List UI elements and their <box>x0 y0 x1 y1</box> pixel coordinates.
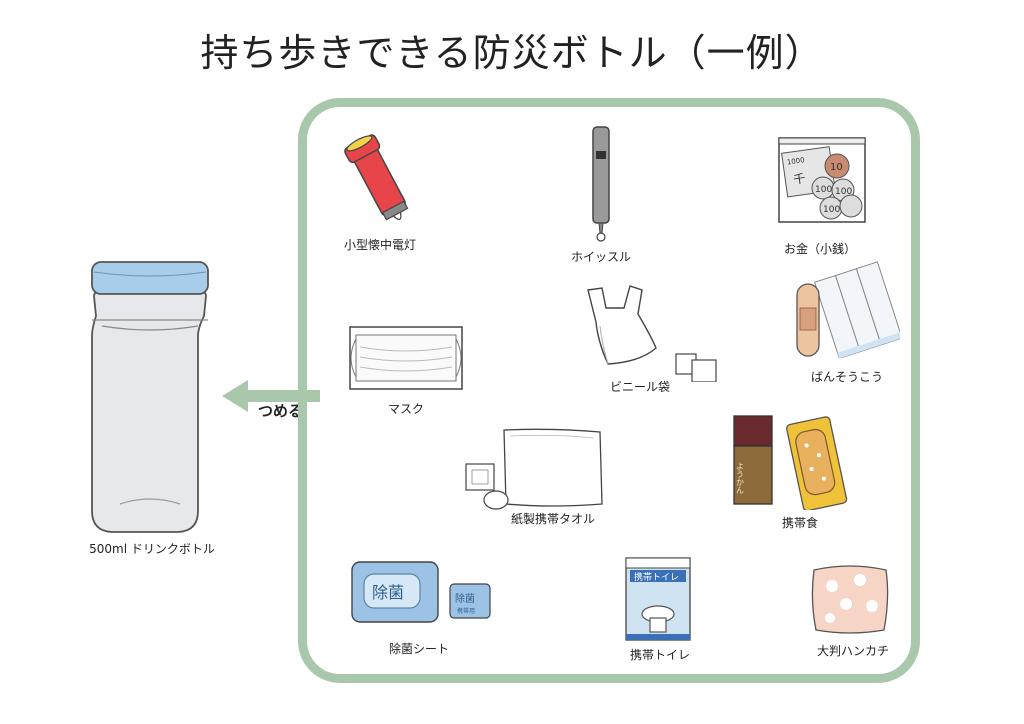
portable-toilet: 携帯トイレ <box>624 556 694 642</box>
handkerchief <box>810 560 890 636</box>
bandage-icon <box>796 261 900 358</box>
food-label: 携帯食 <box>781 516 818 530</box>
wipes-label: 除菌シート <box>388 642 449 656</box>
coin-100-text-3: 100 <box>823 205 840 215</box>
arrow-label: つめる <box>258 402 304 420</box>
wipes-small-text: 除菌 <box>455 592 475 605</box>
bottle-label: 500ml ドリンクボトル <box>89 542 215 556</box>
item-frame <box>298 98 920 683</box>
handkerchief-label: 大判ハンカチ <box>816 644 889 658</box>
bottle-icon <box>91 261 209 533</box>
arrow-left-icon <box>222 378 322 414</box>
wipes-big-text: 除菌 <box>372 583 404 602</box>
whistle <box>586 125 616 245</box>
wipes-icon: 除菌 除菌 携帯用 <box>351 561 491 623</box>
whistle-label: ホイッスル <box>570 250 631 264</box>
food-icon: ようかん <box>733 415 848 510</box>
bandage <box>795 258 900 358</box>
towel-label: 紙製携帯タオル <box>510 512 595 526</box>
handkerchief-icon <box>811 565 889 634</box>
yokan-text: ようかん <box>736 462 745 494</box>
portable-food: ようかん <box>730 410 860 510</box>
flashlight <box>340 130 420 235</box>
plastic-bag <box>580 282 725 382</box>
coin-bag: 1000 千 10 100 100 100 <box>777 136 867 224</box>
coin-10-text: 10 <box>830 162 843 173</box>
wipes-small-subtext: 携帯用 <box>457 607 475 615</box>
flashlight-icon <box>344 134 409 221</box>
coin-100-text-1: 100 <box>815 185 832 195</box>
plastic-bag-label: ビニール袋 <box>609 380 670 394</box>
mask-icon <box>349 326 463 390</box>
mask-label: マスク <box>387 402 424 416</box>
coin-100-text-2: 100 <box>835 187 852 197</box>
bill-amount: 1000 <box>786 156 805 166</box>
toilet-icon: 携帯トイレ <box>625 557 691 641</box>
whistle-icon <box>592 126 610 242</box>
plastic-bag-icon <box>587 285 717 382</box>
bandage-label: ばんそうこう <box>810 370 883 384</box>
paper-towel <box>462 426 612 514</box>
flashlight-label: 小型懐中電灯 <box>343 238 416 252</box>
toilet-label: 携帯トイレ <box>629 648 690 662</box>
sanitizing-wipes: 除菌 除菌 携帯用 <box>350 560 500 624</box>
money-label: お金（小銭） <box>783 242 856 256</box>
drink-bottle <box>80 256 220 546</box>
money-icon: 1000 千 10 100 100 100 <box>778 137 866 223</box>
toilet-pack-text: 携帯トイレ <box>634 571 679 583</box>
mask <box>348 325 464 391</box>
bill-char: 千 <box>792 171 806 187</box>
page-title: 持ち歩きできる防災ボトル（一例） <box>200 31 824 75</box>
towel-icon <box>465 428 603 510</box>
